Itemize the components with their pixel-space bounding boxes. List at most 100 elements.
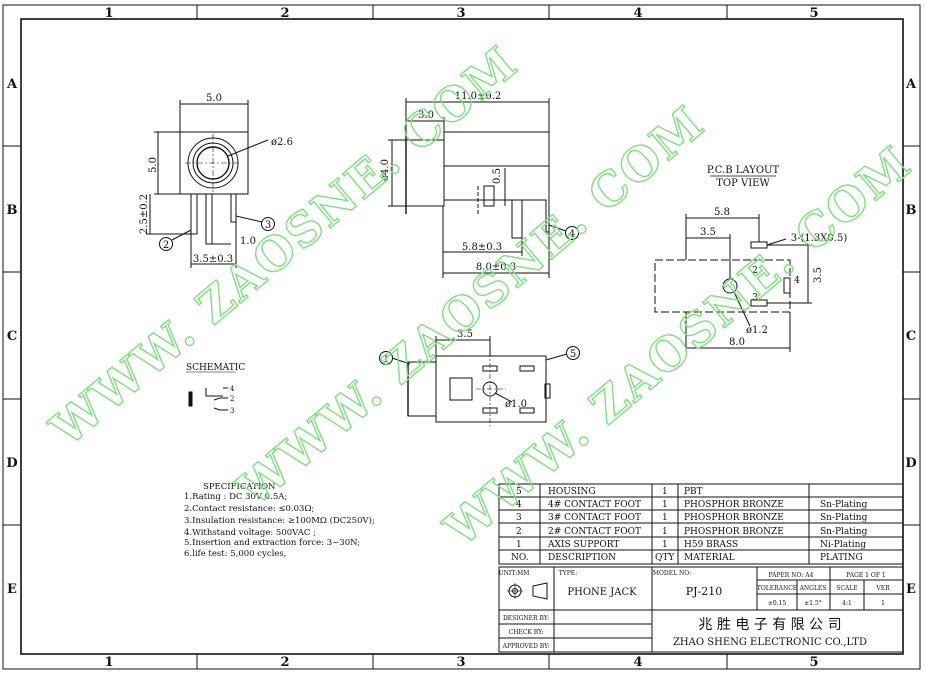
col-label-top-2: 2 [280, 6, 289, 21]
col-label-top-1: 1 [104, 6, 113, 21]
bom-header-plating: PLATING [820, 553, 863, 563]
pcb-pad-4: 4 [794, 276, 800, 286]
bom-row-1-qty: 1 [662, 540, 668, 550]
row-label-left-E: E [7, 582, 17, 597]
company-name-en: ZHAO SHENG ELECTRONIC CO.,LTD [673, 637, 867, 648]
side-nose-dim: 3.0 [418, 110, 434, 121]
bom-header-desc: DESCRIPTION [548, 553, 616, 563]
bom-row-2-plating: Sn-Plating [820, 527, 868, 537]
pcb-width-dim: 5.8 [714, 207, 730, 218]
schematic-text: SCHEMATIC 4 2 3 [186, 363, 245, 415]
bom-row-5-qty: 1 [662, 487, 668, 497]
bom-row-2-no: 2 [516, 527, 522, 537]
bom-row-2-qty: 1 [662, 527, 668, 537]
bom-row-3-qty: 1 [662, 513, 668, 523]
bom-text: 5 HOUSING 1 PBT 4 4# CONTACT FOOT 1 PHOS… [511, 487, 868, 563]
bom-row-5-material: PBT [684, 487, 703, 497]
bom-row-3-desc: 3# CONTACT FOOT [548, 513, 641, 523]
bom-row-3-no: 3 [516, 513, 522, 523]
front-view [146, 100, 275, 268]
row-label-right-D: D [905, 456, 916, 471]
side-length-dim: 11.0±0.2 [455, 91, 502, 102]
bom-row-3-material: PHOSPHOR BRONZE [684, 513, 784, 523]
bom-row-4-desc: 4# CONTACT FOOT [548, 500, 641, 510]
bom-row-4-material: PHOSPHOR BRONZE [684, 500, 784, 510]
bom-row-1-material: H59 BRASS [684, 540, 738, 550]
schematic-pin-3: 3 [230, 407, 234, 415]
border-frame [2, 4, 921, 670]
pcb-layout [654, 175, 812, 352]
side-callout-4: 4 [569, 229, 575, 240]
col-label-bottom-2: 2 [280, 655, 289, 670]
front-callout-3: 3 [265, 220, 271, 231]
specification: SPECIFICATION 1.Rating : DC 30V 0.5A; 2.… [184, 482, 375, 559]
pcb-layout-text: P.C.B LAYOUT TOP VIEW 5.8 3.5 3-(1.3X0.5… [700, 165, 847, 348]
border-labels: 1 2 3 4 5 1 2 3 4 5 A B C D E A B C D E [6, 6, 917, 670]
scale-value: 4:1 [842, 600, 852, 607]
type-label: TYPE: [559, 570, 577, 577]
top-view [379, 336, 580, 426]
pcb-title: P.C.B LAYOUT [707, 165, 780, 176]
front-pin-spacing-dim: 1.0 [240, 236, 256, 247]
front-view-dims: 5.0 5.0 ø2.6 2.5±0.2 1.0 3.5±0.3 2 3 [139, 93, 293, 265]
page-label: PAGE 1 OF 1 [846, 572, 885, 579]
col-label-top-3: 3 [456, 6, 465, 21]
check-label: CHECK BY: [509, 629, 544, 636]
side-diameter-dim: ø4.0 [380, 159, 391, 181]
side-body-dim: 8.0±0.3 [476, 262, 516, 273]
spec-line-6: 6.life test: 5,000 cycles, [184, 549, 286, 559]
angles-value: ±1.5° [804, 600, 822, 607]
front-hole-dim: ø2.6 [271, 137, 293, 148]
row-label-left-B: B [7, 203, 18, 218]
top-offset-dim: 3.5 [457, 329, 473, 340]
bom-row-5-no: 5 [516, 487, 522, 497]
front-height-dim: 5.0 [148, 157, 159, 173]
side-view-dims: 11.0±0.2 3.0 ø4.0 0.5 5.8±0.3 8.0±0.3 4 [380, 91, 575, 273]
tolerance-value: ±0.15 [768, 600, 787, 607]
model-label: MODEL NO: [653, 570, 691, 577]
bom-row-1-desc: AXIS SUPPORT [547, 540, 619, 550]
bom-header-material: MATERIAL [684, 553, 735, 563]
top-hole-dim: ø1.0 [505, 399, 527, 410]
front-callout-2: 2 [163, 240, 169, 251]
pcb-subtitle: TOP VIEW [716, 178, 770, 189]
schematic [186, 371, 236, 411]
bom-row-2-material: PHOSPHOR BRONZE [684, 527, 784, 537]
title-block-text: UNIT:MM TYPE: PHONE JACK MODEL NO: PJ-21… [499, 570, 890, 650]
spec-title: SPECIFICATION [203, 482, 276, 492]
spec-line-3: 3.Insulation resistance: ≥100MΩ (DC250V)… [184, 515, 375, 526]
schematic-pin-2: 2 [230, 395, 234, 403]
col-label-bottom-5: 5 [809, 655, 818, 670]
pcb-height-dim: 3.5 [813, 267, 824, 283]
unit-label: UNIT:MM [499, 570, 530, 577]
col-label-bottom-1: 1 [104, 655, 113, 670]
spec-line-5: 5.Insertion and extraction force: 3~30N; [184, 538, 360, 548]
pcb-pad-2: 2 [752, 266, 758, 276]
schematic-title: SCHEMATIC [186, 363, 245, 373]
ver-label: VER [875, 585, 890, 592]
watermark-text-1: WWW. ZAOSNE. COM [40, 35, 528, 457]
bom-header-qty: QTY [655, 553, 675, 563]
bom-row-4-no: 4 [516, 500, 522, 510]
spec-line-1: 1.Rating : DC 30V 0.5A; [184, 492, 287, 502]
title-block [498, 566, 904, 653]
col-label-bottom-3: 3 [456, 655, 465, 670]
bom-row-5-desc: HOUSING [548, 487, 596, 497]
col-label-top-5: 5 [809, 6, 818, 21]
bom-header-no: NO. [511, 553, 529, 563]
bom-row-2-desc: 2# CONTACT FOOT [548, 527, 641, 537]
row-label-left-A: A [6, 77, 18, 92]
bom-row-4-qty: 1 [662, 500, 668, 510]
side-view [388, 98, 579, 278]
model-value: PJ-210 [686, 585, 723, 598]
bom-row-1-plating: Ni-Plating [820, 540, 866, 550]
row-label-right-E: E [906, 582, 916, 597]
row-label-right-A: A [905, 77, 917, 92]
bom-row-3-plating: Sn-Plating [820, 513, 868, 523]
designer-label: DESIGNER BY: [503, 615, 549, 622]
top-callout-1: 1 [383, 354, 389, 365]
tolerance-label: TOLERANCE [757, 585, 797, 592]
pcb-pad-3: 3 [752, 293, 758, 303]
company-name-cn: 兆 胜 电 子 有 限 公 司 [698, 617, 841, 633]
